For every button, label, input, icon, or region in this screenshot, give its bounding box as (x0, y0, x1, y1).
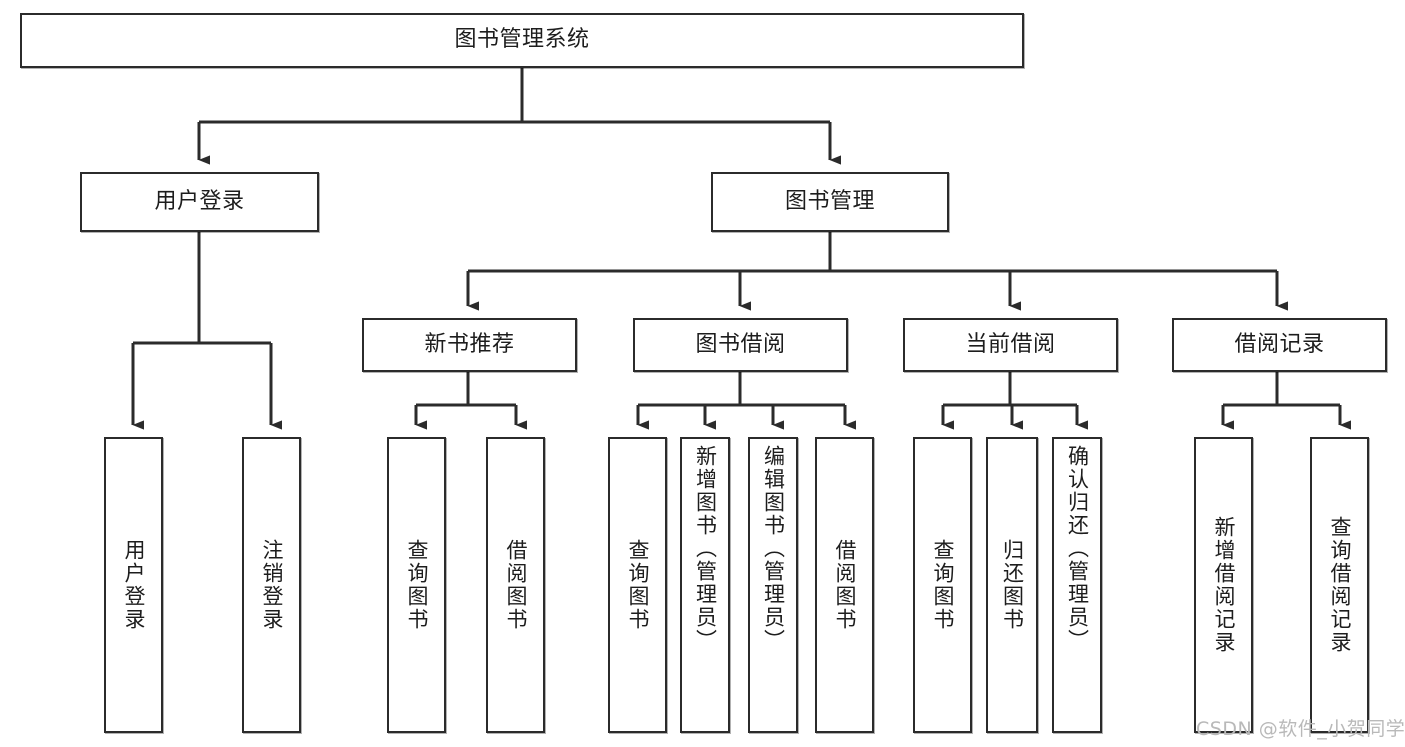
node-leaf-edit-book-admin-label: 编辑图书（管理员） (761, 445, 786, 652)
node-leaf-query-book-rec-label: 查询图书 (405, 539, 429, 631)
node-book-borrow[interactable]: 图书借阅 (633, 318, 848, 372)
node-leaf-edit-book-admin[interactable]: 编辑图书（管理员） (748, 437, 798, 733)
node-leaf-query-borrow-record[interactable]: 查询借阅记录 (1310, 437, 1369, 733)
node-leaf-return-book-label: 归还图书 (1000, 539, 1025, 631)
node-borrow-record[interactable]: 借阅记录 (1172, 318, 1387, 372)
node-leaf-user-login-label: 用户登录 (122, 539, 146, 631)
node-leaf-confirm-return-admin-label: 确认归还（管理员） (1065, 445, 1090, 652)
node-leaf-add-book-admin[interactable]: 新增图书（管理员） (680, 437, 730, 733)
node-leaf-logout-login-label: 注销登录 (260, 539, 284, 631)
node-leaf-borrow-book[interactable]: 借阅图书 (815, 437, 874, 733)
node-leaf-add-book-admin-label: 新增图书（管理员） (693, 445, 718, 652)
node-borrow-record-label: 借阅记录 (1234, 331, 1325, 357)
node-leaf-query-book-borrow-label: 查询图书 (626, 539, 650, 631)
node-user-login[interactable]: 用户登录 (80, 172, 319, 232)
node-book-manage[interactable]: 图书管理 (711, 172, 949, 232)
node-leaf-borrow-book-label: 借阅图书 (833, 539, 857, 631)
node-user-login-label: 用户登录 (154, 188, 245, 214)
node-leaf-query-book-cur[interactable]: 查询图书 (913, 437, 972, 733)
node-leaf-logout-login[interactable]: 注销登录 (242, 437, 301, 733)
node-leaf-add-borrow-record-label: 新增借阅记录 (1212, 516, 1236, 654)
node-leaf-confirm-return-admin[interactable]: 确认归还（管理员） (1052, 437, 1102, 733)
node-current-borrow[interactable]: 当前借阅 (903, 318, 1118, 372)
node-leaf-query-book-rec[interactable]: 查询图书 (387, 437, 446, 733)
node-leaf-query-book-cur-label: 查询图书 (931, 539, 955, 631)
node-new-book-recommend-label: 新书推荐 (424, 331, 515, 357)
node-root-label: 图书管理系统 (454, 27, 590, 53)
node-leaf-add-borrow-record[interactable]: 新增借阅记录 (1194, 437, 1253, 733)
node-new-book-recommend[interactable]: 新书推荐 (362, 318, 577, 372)
node-leaf-query-book-borrow[interactable]: 查询图书 (608, 437, 667, 733)
node-leaf-borrow-book-rec[interactable]: 借阅图书 (486, 437, 545, 733)
node-leaf-borrow-book-rec-label: 借阅图书 (504, 539, 528, 631)
node-root[interactable]: 图书管理系统 (20, 13, 1024, 68)
node-leaf-return-book[interactable]: 归还图书 (986, 437, 1038, 733)
node-current-borrow-label: 当前借阅 (965, 331, 1056, 357)
node-leaf-query-borrow-record-label: 查询借阅记录 (1328, 516, 1352, 654)
node-leaf-user-login[interactable]: 用户登录 (104, 437, 163, 733)
node-book-manage-label: 图书管理 (784, 188, 875, 214)
node-book-borrow-label: 图书借阅 (695, 331, 786, 357)
